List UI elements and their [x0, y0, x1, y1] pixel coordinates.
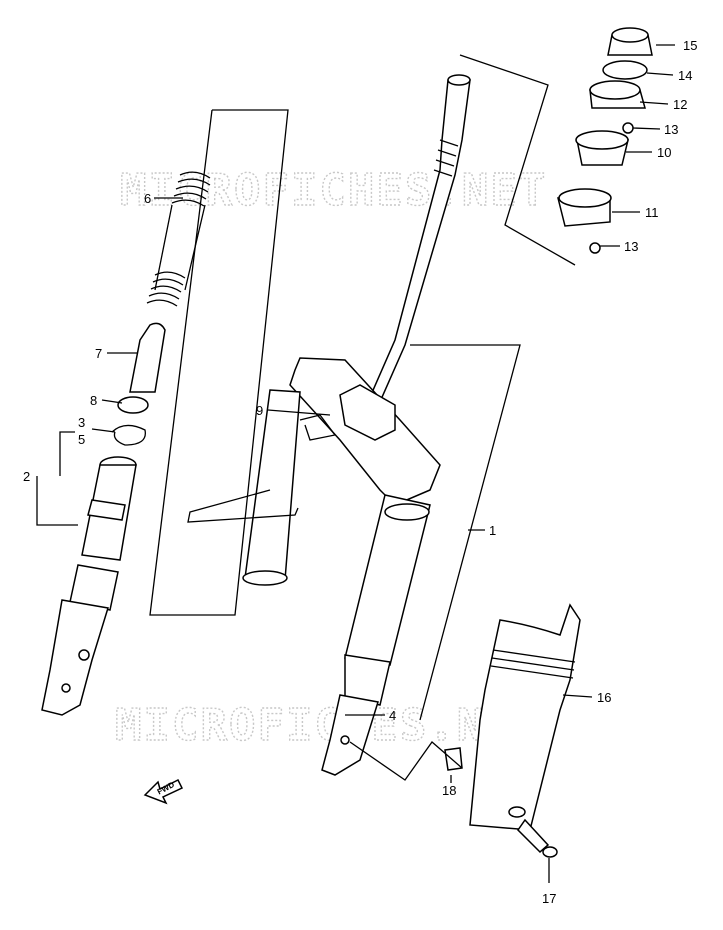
watermark-bottom: MICROFICHES.NET: [115, 700, 542, 751]
left-fork-tube: [242, 389, 301, 586]
steering-stem: [358, 74, 471, 421]
circlip-3: [111, 424, 146, 446]
fwd-direction-icon: FWD: [143, 778, 184, 805]
watermark-top: MICROFICHES.NET: [120, 165, 547, 216]
callout-5: 5: [78, 432, 85, 447]
mounting-line: [349, 741, 463, 781]
callout-6: 6: [144, 191, 151, 206]
fork-bracket: [289, 357, 441, 506]
fork-cover-16: [469, 603, 581, 831]
callout-12: 12: [673, 97, 687, 112]
callout-11: 11: [645, 205, 659, 220]
fork-spring-6: [146, 171, 211, 307]
leader-lines: [36, 44, 675, 883]
washer-8: [117, 396, 149, 414]
callout-13-bottom: 13: [624, 239, 638, 254]
bolt-17: [517, 818, 550, 854]
brace-part-9: [299, 414, 337, 441]
callout-17: 17: [542, 891, 556, 906]
left-group-frame: [149, 109, 289, 616]
callout-4: 4: [389, 708, 396, 723]
callout-13-top: 13: [664, 122, 678, 137]
callout-7: 7: [95, 346, 102, 361]
callout-16: 16: [597, 690, 611, 705]
bearing-parts: [557, 27, 653, 254]
bearing-group-frame: [459, 54, 576, 266]
right-fork-tube: [321, 494, 431, 776]
callout-2: 2: [23, 469, 30, 484]
callout-14: 14: [678, 68, 692, 83]
callout-15: 15: [683, 38, 697, 53]
callout-3: 3: [78, 415, 85, 430]
wire-clip: [187, 489, 299, 523]
main-group-frame: [410, 344, 521, 721]
callout-9: 9: [256, 403, 263, 418]
callout-1: 1: [489, 523, 496, 538]
callout-18: 18: [442, 783, 456, 798]
callout-8: 8: [90, 393, 97, 408]
callout-10: 10: [657, 145, 671, 160]
nut-18: [444, 747, 463, 771]
damper-rod-7: [129, 322, 166, 393]
fork-inner-tube-2: [41, 456, 137, 716]
